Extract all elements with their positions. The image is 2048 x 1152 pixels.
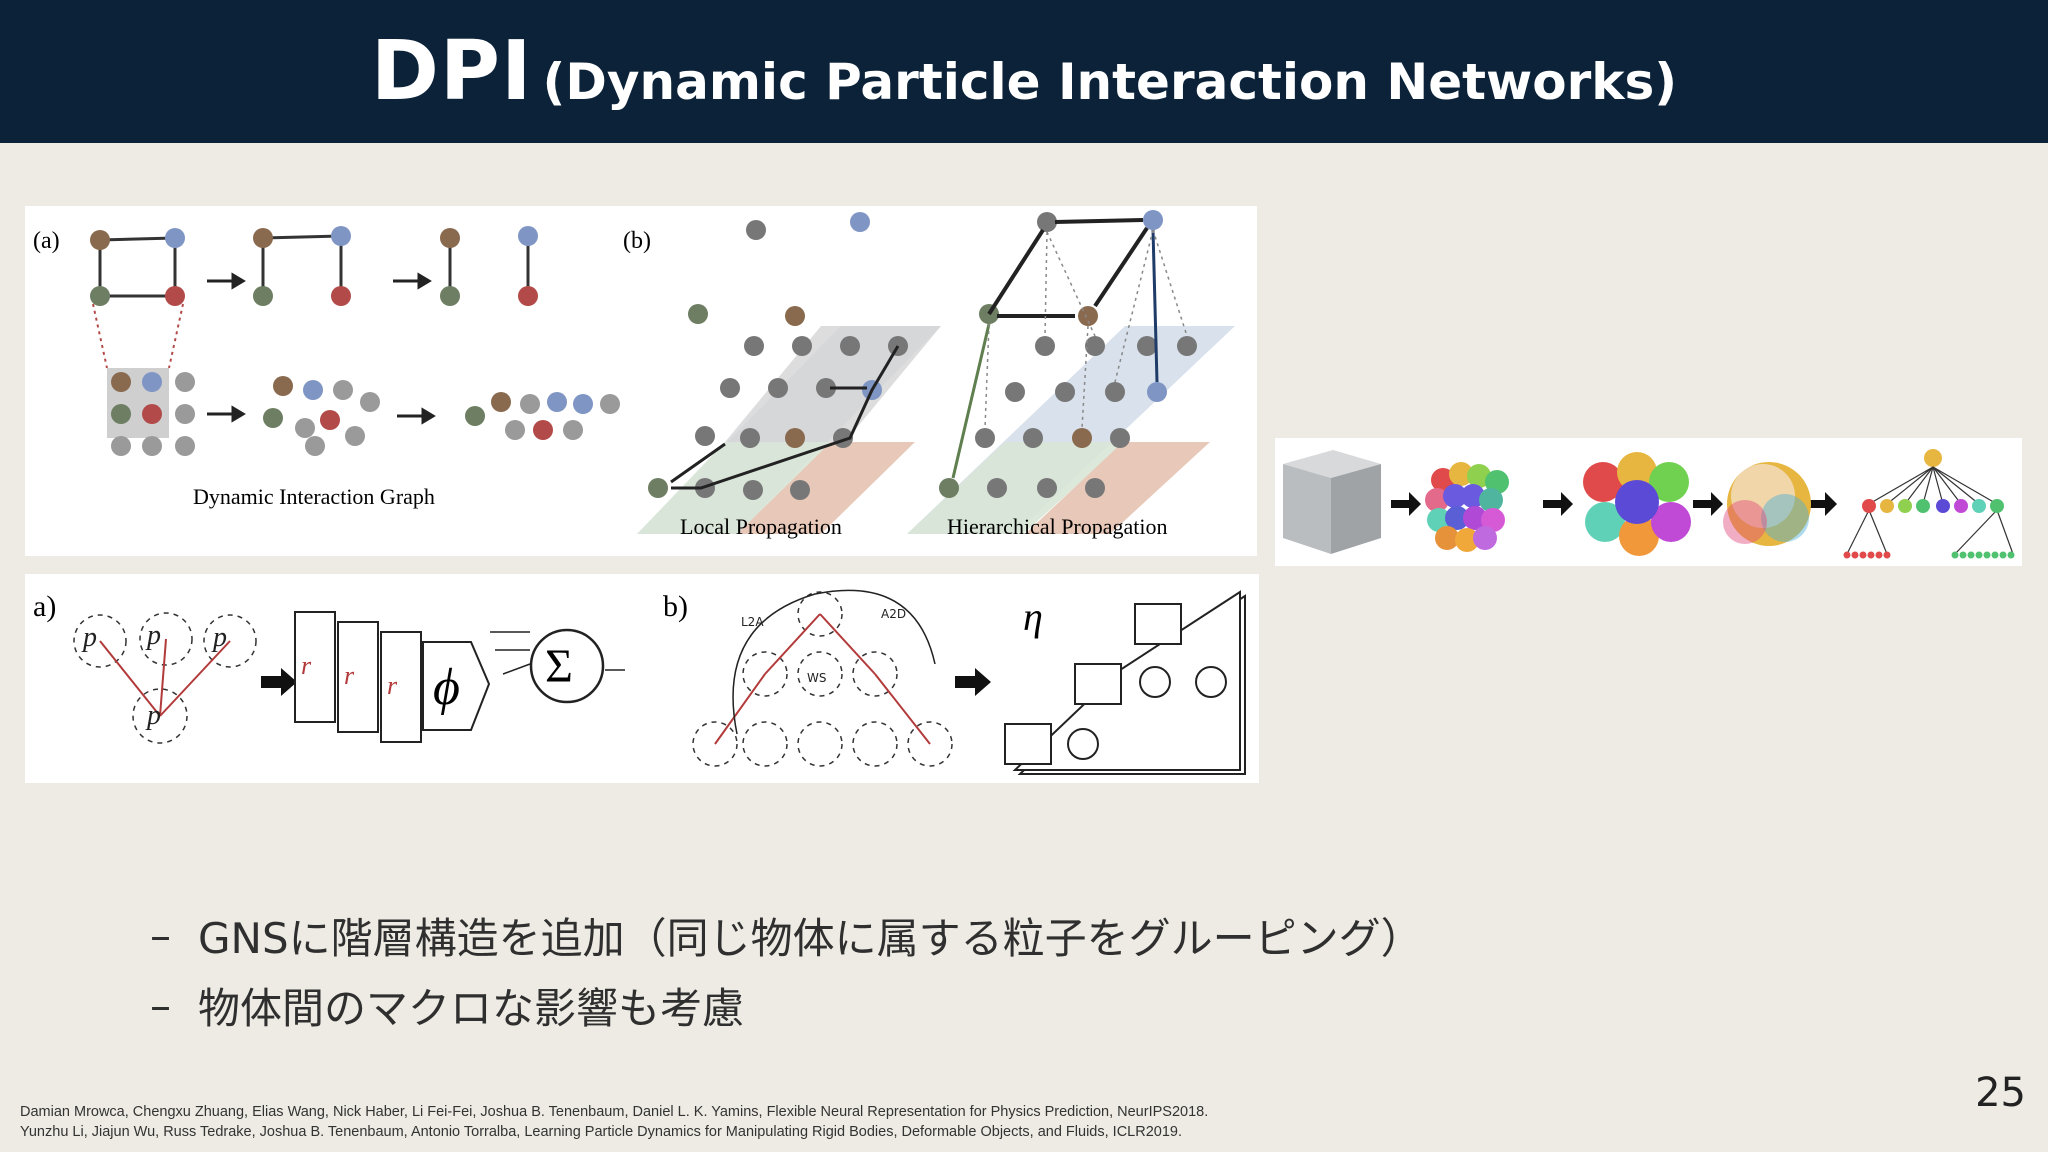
particle-cluster xyxy=(1425,462,1509,552)
particle-symbols: p p p p xyxy=(81,620,227,731)
svg-text:p: p xyxy=(211,622,227,653)
reference-item: Damian Mrowca, Chengxu Zhuang, Elias Wan… xyxy=(20,1104,1209,1120)
title-bar: DPI(Dynamic Particle Interaction Network… xyxy=(0,0,2048,143)
caption-hierarchical-propagation: Hierarchical Propagation xyxy=(947,514,1168,539)
svg-text:p: p xyxy=(81,622,97,653)
figure-hierarchical-grouping xyxy=(1275,438,2022,566)
reference-item: Yunzhu Li, Jiajun Wu, Russ Tedrake, Josh… xyxy=(20,1124,1182,1140)
title-main: DPI xyxy=(370,24,533,119)
caption-dynamic-graph: Dynamic Interaction Graph xyxy=(193,484,435,509)
hierarchy-block xyxy=(1004,590,1246,775)
bottom-panel-b-label: b) xyxy=(663,590,688,623)
svg-text:p: p xyxy=(145,700,161,731)
title-subtitle: (Dynamic Particle Interaction Networks) xyxy=(542,53,1678,111)
hierarchy-tree-diagram: L2A A2D WS xyxy=(692,589,953,767)
big-arrow-icon-2 xyxy=(955,668,991,696)
graph-particles xyxy=(90,226,538,306)
hierarchical-propagation-diagram xyxy=(907,210,1235,534)
receiver-edges xyxy=(99,638,231,717)
bullet-list: –GNSに階層構造を追加（同じ物体に属する粒子をグルーピング） –物体間のマクロ… xyxy=(150,900,1850,1040)
bullet-item: –物体間のマクロな影響も考慮 xyxy=(150,970,1850,1040)
label-ws: WS xyxy=(807,671,826,685)
label-a2d: A2D xyxy=(881,607,906,621)
label-l2a: L2A xyxy=(741,615,764,629)
sum-symbol: Σ xyxy=(545,640,573,693)
bullet-text: 物体間のマクロな影響も考慮 xyxy=(198,983,745,1033)
eta-symbol: η xyxy=(1023,594,1043,639)
group-spheres xyxy=(1583,452,1691,556)
figure-dynamic-interaction-graph: (a) xyxy=(25,206,1257,556)
panel-a-label: (a) xyxy=(33,228,60,254)
panel-b-label: (b) xyxy=(623,228,651,254)
figure-hierarchy-svg xyxy=(1283,449,2015,559)
phi-symbol: ϕ xyxy=(433,659,460,716)
zoom-guides xyxy=(92,303,184,369)
bullet-text: GNSに階層構造を追加（同じ物体に属する粒子をグルーピング） xyxy=(198,913,1423,963)
references: Damian Mrowca, Chengxu Zhuang, Elias Wan… xyxy=(20,1102,1620,1142)
bullet-dash: – xyxy=(150,980,171,1030)
slide-title: DPI(Dynamic Particle Interaction Network… xyxy=(371,24,1677,119)
root-sphere xyxy=(1723,462,1811,546)
rigid-graph-sequence xyxy=(98,234,530,298)
local-propagation-diagram xyxy=(637,212,941,534)
svg-text:r: r xyxy=(344,661,355,690)
figure-propagation-svg: a) p p p p r r r ϕ Σ b) xyxy=(33,589,1246,775)
svg-text:r: r xyxy=(387,671,398,700)
bullet-dash: – xyxy=(150,910,171,960)
svg-text:p: p xyxy=(145,620,161,651)
arrow-icons xyxy=(207,272,436,425)
phi-box xyxy=(422,641,491,731)
figure-graph-svg: (a) xyxy=(33,210,1235,539)
particle-cloud xyxy=(111,372,620,456)
figure-propagation-network: a) p p p p r r r ϕ Σ b) xyxy=(25,574,1259,783)
edge-arrows xyxy=(490,631,625,675)
particle-receiver-diagram xyxy=(73,612,257,744)
bullet-item: –GNSに階層構造を追加（同じ物体に属する粒子をグルーピング） xyxy=(150,900,1850,970)
hierarchy-tree-icon xyxy=(1843,449,2015,559)
caption-local-propagation: Local Propagation xyxy=(680,514,842,539)
arrow-icons-right xyxy=(1391,492,1837,516)
feature-stack xyxy=(294,611,422,743)
sum-node xyxy=(529,628,605,704)
page-number: 25 xyxy=(1975,1070,2026,1116)
cube-icon xyxy=(1283,450,1381,554)
big-arrow-icon xyxy=(261,668,297,696)
bottom-panel-a-label: a) xyxy=(33,590,56,623)
svg-text:r: r xyxy=(301,651,312,680)
